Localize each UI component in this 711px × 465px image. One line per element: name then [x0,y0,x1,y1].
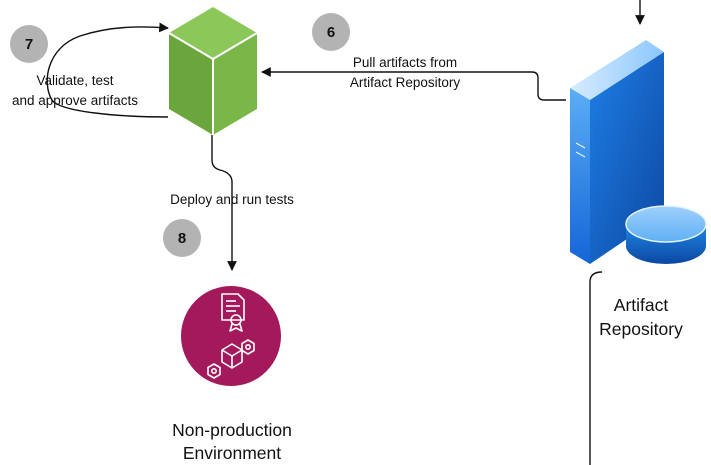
step-6-label: Pull artifacts from Artifact Repository [350,55,461,90]
cube-icon [168,7,258,135]
step-number: 6 [327,24,335,41]
step-label-line: Artifact Repository [350,75,461,90]
validate-loop-arrow [46,22,169,118]
node-label-line: Repository [599,319,683,339]
hexagon-cubes-icon [207,339,255,379]
node-label-line: Non-production [172,420,292,440]
step-badge-8: 8 [163,219,201,257]
step-badge-7: 7 [10,25,48,63]
step-label-line: Deploy and run tests [170,192,294,207]
node-label-line: Artifact [614,295,669,315]
step-label-line: Pull artifacts from [353,55,457,70]
step-label-line: and approve artifacts [12,93,138,108]
certificate-icon [221,293,245,332]
step-8-label: Deploy and run tests [170,192,294,207]
connectors [46,0,645,465]
artifact-repository-label: Artifact Repository [599,295,683,339]
non-production-environment-node [181,286,281,386]
step-number: 7 [25,36,33,53]
step-label-line: Validate, test [36,73,113,88]
database-disk-icon [625,205,707,264]
node-label-line: Environment [183,443,281,463]
step-7-label: Validate, test and approve artifacts [12,73,138,108]
step-badge-6: 6 [312,13,350,51]
deploy-arrow [211,135,237,271]
non-production-label: Non-production Environment [172,420,292,463]
pull-artifacts-arrow [261,67,566,101]
step-number: 8 [178,230,186,247]
repository-output-line [589,271,603,465]
